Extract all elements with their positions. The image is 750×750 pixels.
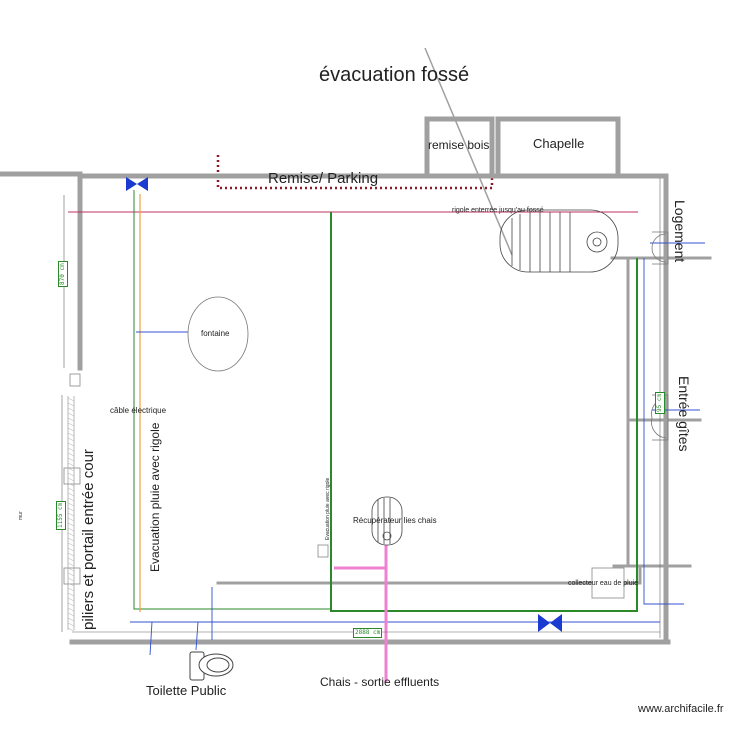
green-pipes — [133, 190, 638, 612]
logement-label: Logement — [672, 200, 688, 263]
recuperateur-tank — [371, 496, 403, 546]
hatch-mark — [67, 452, 75, 457]
hatch-mark — [67, 577, 75, 582]
hatch-mark — [67, 522, 75, 527]
hatch-mark — [67, 582, 75, 587]
piliers-label: piliers et portail entrée cour — [80, 449, 97, 630]
hatch-mark — [67, 492, 75, 497]
gate-hatch — [67, 396, 75, 630]
fontaine-shape — [187, 296, 249, 372]
watermark: www.archifacile.fr — [638, 703, 724, 715]
hatch-mark — [67, 512, 75, 517]
hatch-mark — [67, 427, 75, 432]
rainwater-tank — [499, 209, 619, 273]
hatch-mark — [67, 527, 75, 532]
hatch-mark — [67, 517, 75, 522]
evacuation-fosse-line — [424, 47, 513, 256]
hatch-mark — [67, 442, 75, 447]
collecteur-label: collecteur eau de pluie — [568, 580, 639, 587]
hatch-mark — [67, 422, 75, 427]
hatch-mark — [67, 407, 75, 412]
hatch-mark — [67, 417, 75, 422]
hatch-mark — [67, 567, 75, 572]
hatch-mark — [67, 397, 75, 402]
page-title: évacuation fossé — [319, 64, 470, 86]
effluent-pipes — [334, 545, 388, 683]
remise-parking-label: Remise/ Parking — [268, 170, 379, 187]
remise-parking-dotted-outline — [216, 155, 494, 190]
hatch-mark — [67, 627, 75, 632]
hatch-mark — [67, 602, 75, 607]
rigole-label: rigole enterrée jusqu'au fossé — [452, 207, 544, 214]
hatch-mark — [67, 557, 75, 562]
toilet-icon — [189, 651, 234, 681]
dimension-right: 95 cm — [655, 391, 665, 414]
fontaine-label: fontaine — [201, 329, 230, 338]
walls — [0, 116, 712, 645]
hatch-mark — [67, 497, 75, 502]
valve-bottom — [538, 614, 562, 632]
chapelle-label: Chapelle — [533, 136, 585, 151]
valve-top — [126, 177, 148, 191]
hatch-mark — [67, 402, 75, 407]
chais-label: Chais - sortie effluents — [320, 675, 440, 689]
hatch-mark — [67, 457, 75, 462]
hatch-mark — [67, 532, 75, 537]
hatch-mark — [67, 562, 75, 567]
evacuation-pluie-label: Evacuation pluie avec rigole — [148, 422, 162, 572]
hatch-mark — [67, 622, 75, 627]
entree-gites-label: Entrée gîtes — [676, 376, 692, 452]
cable-label: câble électrique — [110, 406, 167, 415]
hatch-mark — [67, 547, 75, 552]
remise-bois-label: remise bois — [428, 138, 490, 152]
hatch-mark — [67, 412, 75, 417]
hatch-mark — [67, 552, 75, 557]
recuperateur-label: Récupérateur lies chais — [353, 516, 437, 525]
left-pillars — [63, 373, 329, 585]
hatch-mark — [67, 597, 75, 602]
gate-hatch-marks — [67, 397, 75, 632]
collecteur-box — [591, 567, 625, 599]
dimension-left-label: mur — [18, 511, 24, 520]
hatch-mark — [67, 587, 75, 592]
hatch-mark — [67, 477, 75, 482]
hatch-mark — [67, 542, 75, 547]
hatch-mark — [67, 462, 75, 467]
hatch-mark — [67, 472, 75, 477]
hatch-mark — [67, 572, 75, 577]
hatch-mark — [67, 592, 75, 597]
hatch-mark — [67, 432, 75, 437]
dimension-left-bottom: 1155 cm — [56, 500, 66, 530]
hatch-mark — [67, 447, 75, 452]
dimension-left-top: 870 cm — [58, 261, 68, 287]
hatch-mark — [67, 502, 75, 507]
hatch-mark — [67, 617, 75, 622]
hatch-mark — [67, 487, 75, 492]
hatch-mark — [67, 537, 75, 542]
dimension-bottom: 2888 cm — [353, 628, 383, 638]
toilette-label: Toilette Public — [146, 683, 227, 698]
hatch-mark — [67, 437, 75, 442]
hatch-mark — [67, 482, 75, 487]
hatch-mark — [67, 612, 75, 617]
hatch-mark — [67, 607, 75, 612]
evacuation-pluie-small-label: Evacuation pluie avec rigole — [325, 477, 331, 540]
hatch-mark — [67, 467, 75, 472]
hatch-mark — [67, 507, 75, 512]
